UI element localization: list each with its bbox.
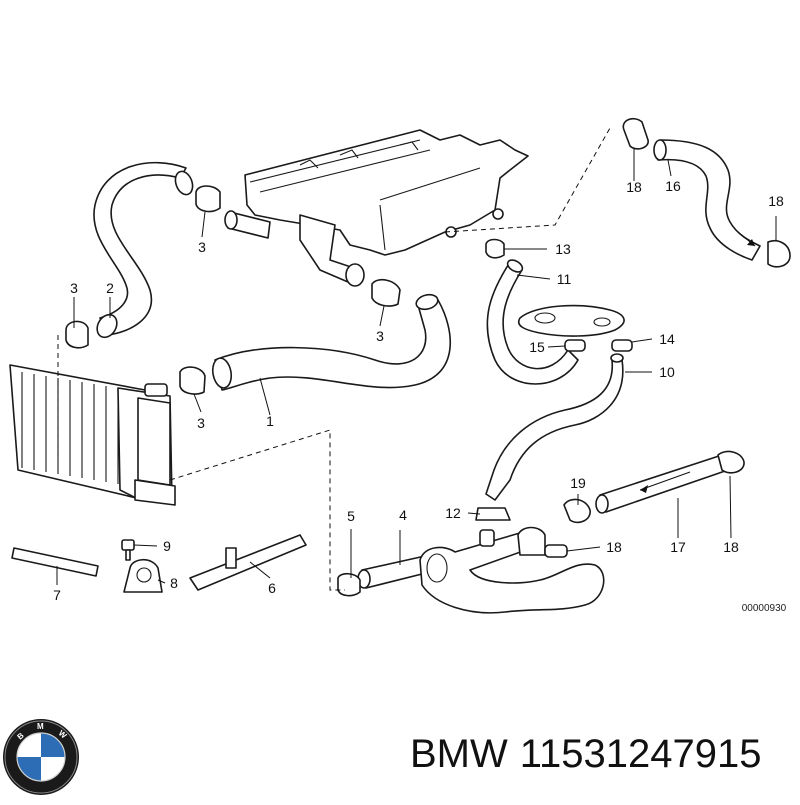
- clamp-18-pipe: [717, 450, 745, 474]
- part-number: 11531247915: [519, 732, 762, 776]
- callout-4: 4: [399, 507, 407, 523]
- callout-11: 11: [557, 271, 572, 287]
- clamps-14-15: [564, 339, 633, 352]
- callout-6: 6: [268, 580, 276, 596]
- clamp-13: [485, 238, 505, 259]
- dashed-connector-18: [444, 127, 611, 233]
- diagram-reference-code: 00000930: [742, 603, 787, 614]
- callout-13: 13: [555, 241, 571, 257]
- bracket-8: [123, 558, 163, 593]
- callout-18: 18: [768, 193, 784, 209]
- water-pipe-assembly: [357, 526, 605, 614]
- bmw-logo: B M W: [3, 719, 79, 795]
- callout-15: 15: [529, 339, 545, 355]
- callout-16: 16: [665, 178, 681, 194]
- callout-1: 1: [266, 413, 274, 429]
- bolt-9: [121, 539, 135, 561]
- clamp-3-b: [65, 320, 89, 349]
- dashed-connector-5: [169, 429, 345, 591]
- pipe-17: [595, 454, 729, 514]
- hose-1: [211, 293, 452, 391]
- hose-11: [486, 259, 579, 385]
- clamp-3-c: [179, 366, 206, 395]
- svg-text:B: B: [16, 731, 26, 742]
- clamp-19: [563, 498, 591, 524]
- callout-3: 3: [376, 328, 384, 344]
- callout-5: 5: [347, 508, 355, 524]
- clamp-5: [337, 572, 361, 597]
- callout-18: 18: [723, 539, 739, 555]
- hose-10: [485, 353, 624, 501]
- clamp-12: [475, 507, 511, 521]
- hose-2: [93, 161, 194, 339]
- radiator: [9, 335, 176, 506]
- callout-3: 3: [197, 415, 205, 431]
- svg-text:M: M: [37, 722, 44, 731]
- callout-labels: 1 2 3 3 3 3 4 5 6 7 8 9 10 11 12 13 14 1…: [53, 178, 787, 614]
- callout-2: 2: [106, 280, 114, 296]
- callout-3: 3: [198, 239, 206, 255]
- clamp-3-a: [195, 185, 221, 213]
- engine-block: [224, 129, 529, 287]
- callout-18: 18: [626, 179, 642, 195]
- callout-14: 14: [659, 331, 675, 347]
- foam-strip-7: [11, 547, 99, 577]
- hose-16: [653, 139, 761, 261]
- leader-lines: [56, 148, 777, 585]
- thermostat-housing: [518, 304, 625, 337]
- callout-8: 8: [170, 575, 178, 591]
- clamp-3-d: [371, 278, 401, 307]
- strap-6: [189, 534, 307, 591]
- clamp-18-right: [767, 240, 791, 268]
- callout-3: 3: [70, 280, 78, 296]
- svg-text:W: W: [57, 729, 69, 741]
- callout-17: 17: [670, 539, 686, 555]
- callout-18: 18: [606, 539, 622, 555]
- brand-name: BMW: [410, 732, 508, 776]
- callout-19: 19: [570, 475, 586, 491]
- clamp-18-top: [622, 118, 649, 150]
- callout-12: 12: [445, 505, 461, 521]
- callout-9: 9: [163, 538, 171, 554]
- callout-10: 10: [659, 364, 675, 380]
- callout-7: 7: [53, 587, 61, 603]
